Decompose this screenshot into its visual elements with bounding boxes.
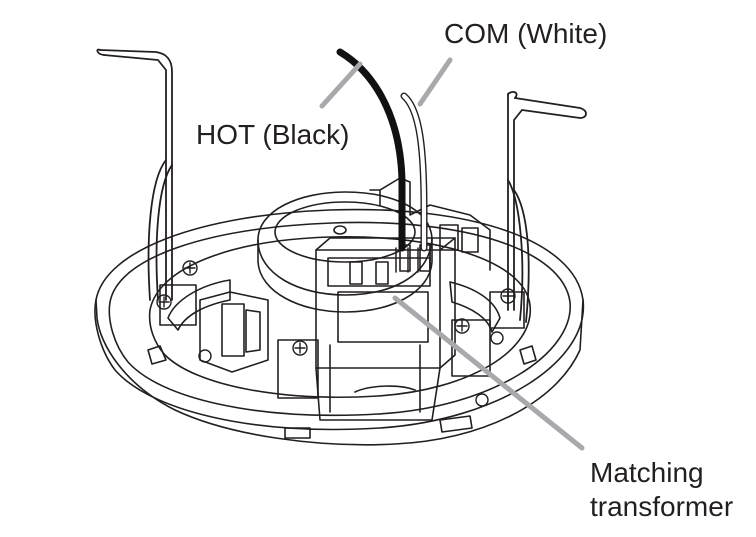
- com-wire: [400, 92, 431, 273]
- right-spring-clip: [507, 91, 587, 323]
- speaker-flange: [94, 208, 585, 446]
- side-bracket-left: [199, 291, 269, 373]
- hot-wire: [336, 48, 409, 273]
- label-matching-transformer: Matching transformer: [590, 456, 733, 524]
- flange-tabs: [147, 345, 537, 439]
- speaker-basket: [148, 235, 531, 398]
- mounting-posts: [159, 284, 525, 399]
- label-matching-transformer-line1: Matching: [590, 457, 704, 488]
- leader-com: [417, 57, 453, 107]
- leader-lines: [319, 57, 585, 451]
- label-matching-transformer-line2: transformer: [590, 491, 734, 522]
- label-com-white: COM (White): [444, 18, 608, 49]
- leader-hot: [319, 61, 363, 109]
- leader-transformer: [392, 295, 585, 451]
- label-hot-black: HOT (Black): [196, 119, 350, 150]
- left-spring-clip: [96, 48, 173, 301]
- screws: [156, 260, 516, 407]
